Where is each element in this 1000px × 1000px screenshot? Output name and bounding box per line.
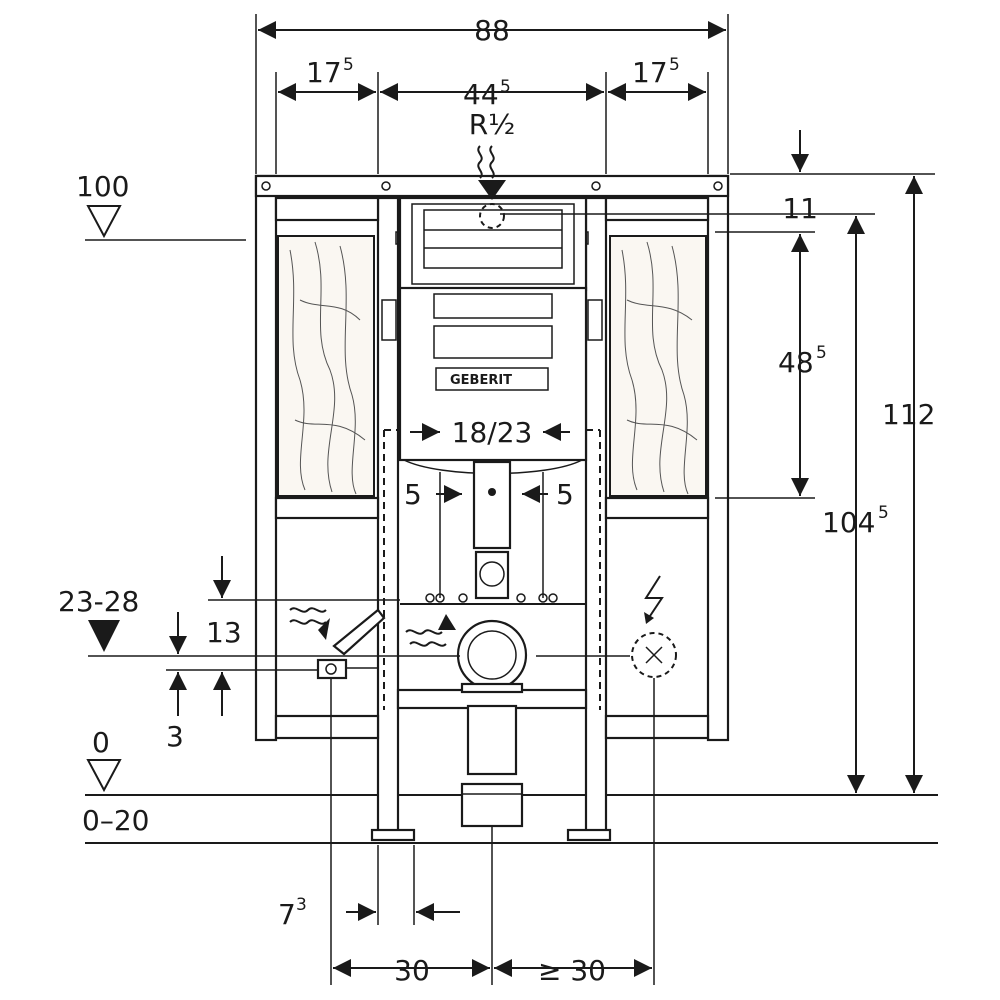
flush-pipe (400, 460, 586, 605)
drain-bend (456, 619, 528, 828)
dim-center-width-sup: 5 (500, 77, 511, 97)
dim-button-offset-right: 5 (556, 478, 574, 511)
heat-waves-icon (477, 145, 506, 200)
dim-button-offset-left: 5 (404, 478, 422, 511)
level-top: 100 (76, 170, 129, 203)
dim-side-right-sup: 5 (669, 55, 680, 75)
level-floor: 0 (92, 726, 110, 759)
dim-side-right: 17 (632, 56, 668, 89)
dim-cistern-height: 48 (778, 346, 814, 379)
triangle-level-icon (88, 620, 120, 652)
wood-panel-right (609, 235, 707, 497)
dim-overall-height: 112 (882, 398, 935, 431)
level-floor-range: 0–20 (82, 804, 149, 837)
installation-frame (254, 174, 730, 842)
water-supply-pipe (316, 608, 386, 684)
dim-drain-to-axis: 30 (394, 954, 430, 987)
dim-drain-height-range: 23-28 (58, 585, 139, 618)
triangle-level-icon (86, 205, 122, 239)
brand-logo-text: GEBERIT (450, 373, 512, 388)
dim-top-offset: 11 (782, 192, 818, 225)
brand-logo (435, 367, 549, 391)
dim-axis-to-power: ≥ 30 (538, 954, 606, 987)
dim-button-spacing: 18/23 (452, 416, 533, 449)
dim-mount-height-sup: 5 (878, 503, 889, 523)
lightning-icon (644, 575, 664, 624)
dim-side-left-sup: 5 (343, 55, 354, 75)
wood-panel-left (277, 235, 375, 497)
dim-mount-height: 104 (822, 506, 875, 539)
heat-waves-icon (405, 614, 456, 647)
dim-drain-offset: 13 (206, 616, 242, 649)
dim-side-left: 17 (306, 56, 342, 89)
dimension-lines (85, 14, 935, 985)
dim-cistern-height-sup: 5 (816, 343, 827, 363)
power-socket (631, 632, 677, 678)
water-connection-label: R½ (469, 108, 516, 141)
dim-foot-offset-sup: 3 (296, 895, 307, 915)
dim-total-width: 88 (474, 14, 510, 47)
dashed-enclosure (383, 429, 601, 710)
triangle-level-icon (86, 759, 122, 793)
dim-floor-offset: 3 (166, 720, 184, 753)
heat-waves-icon (289, 607, 330, 640)
dim-foot-offset: 7 (278, 898, 296, 931)
water-inlet-point (479, 203, 505, 229)
dim-center-width: 44 (463, 78, 499, 111)
